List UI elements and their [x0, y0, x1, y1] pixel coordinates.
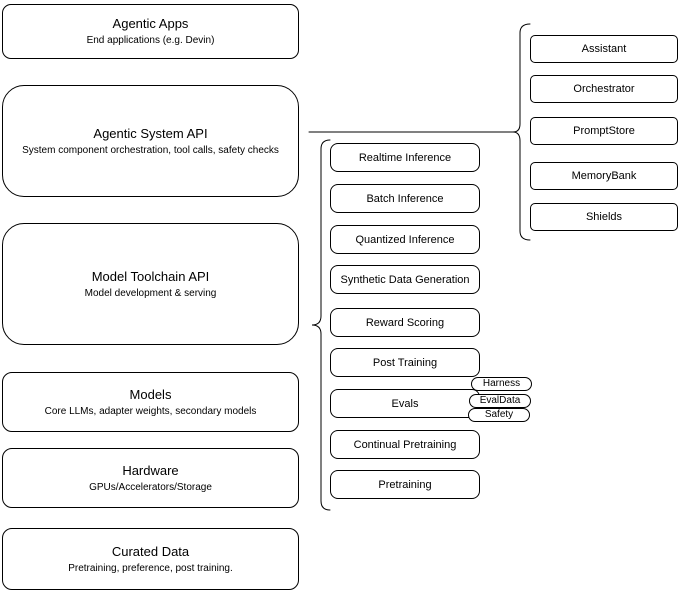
component-label: Assistant [581, 43, 627, 55]
node-hardware: Hardware GPUs/Accelerators/Storage [2, 448, 299, 508]
component-label: Orchestrator [573, 83, 635, 95]
node-title: Models [129, 386, 172, 402]
eval-tag-label: EvalData [479, 395, 521, 406]
node-subtitle: GPUs/Accelerators/Storage [89, 481, 212, 493]
eval-tag-label: Harness [482, 378, 521, 389]
service-synthetic-data-generation: Synthetic Data Generation [330, 265, 480, 294]
node-subtitle: End applications (e.g. Devin) [86, 35, 215, 46]
component-shields: Shields [530, 203, 678, 231]
node-curated-data: Curated Data Pretraining, preference, po… [2, 528, 299, 590]
service-continual-pretraining: Continual Pretraining [330, 430, 480, 459]
service-label: Evals [391, 397, 419, 410]
service-label: Pretraining [378, 478, 432, 491]
component-label: MemoryBank [571, 170, 637, 182]
node-models: Models Core LLMs, adapter weights, secon… [2, 372, 299, 432]
component-orchestrator: Orchestrator [530, 75, 678, 103]
component-label: PromptStore [573, 125, 635, 137]
component-label: Shields [585, 211, 623, 223]
node-title: Hardware [122, 462, 179, 478]
eval-tag-label: Safety [484, 409, 514, 420]
service-label: Continual Pretraining [353, 438, 457, 451]
node-subtitle: System component orchestration, tool cal… [22, 144, 279, 156]
service-label: Synthetic Data Generation [340, 273, 470, 286]
service-post-training: Post Training [330, 348, 480, 377]
node-subtitle: Pretraining, preference, post training. [68, 562, 233, 574]
service-label: Quantized Inference [355, 233, 455, 246]
service-batch-inference: Batch Inference [330, 184, 480, 213]
service-pretraining: Pretraining [330, 470, 480, 499]
node-agentic-apps: Agentic Apps End applications (e.g. Devi… [2, 4, 299, 59]
node-agentic-system-api: Agentic System API System component orch… [2, 85, 299, 197]
node-model-toolchain-api: Model Toolchain API Model development & … [2, 223, 299, 345]
service-realtime-inference: Realtime Inference [330, 143, 480, 172]
service-label: Reward Scoring [365, 316, 445, 329]
brace-agentic-components [512, 23, 531, 241]
node-title: Curated Data [111, 543, 190, 559]
eval-tag-harness: Harness [471, 377, 532, 391]
component-promptstore: PromptStore [530, 117, 678, 145]
brace-toolchain-services [311, 139, 331, 511]
service-evals: Evals [330, 389, 480, 418]
component-assistant: Assistant [530, 35, 678, 63]
node-title: Agentic Apps [112, 16, 189, 31]
service-quantized-inference: Quantized Inference [330, 225, 480, 254]
eval-tag-evaldata: EvalData [469, 394, 531, 408]
node-title: Agentic System API [93, 125, 208, 141]
node-title: Model Toolchain API [91, 268, 210, 284]
node-subtitle: Core LLMs, adapter weights, secondary mo… [44, 405, 257, 417]
service-label: Batch Inference [366, 192, 444, 205]
service-label: Post Training [372, 356, 438, 369]
service-reward-scoring: Reward Scoring [330, 308, 480, 337]
service-label: Realtime Inference [358, 151, 452, 164]
component-memorybank: MemoryBank [530, 162, 678, 190]
node-subtitle: Model development & serving [84, 287, 217, 299]
eval-tag-safety: Safety [468, 408, 530, 422]
